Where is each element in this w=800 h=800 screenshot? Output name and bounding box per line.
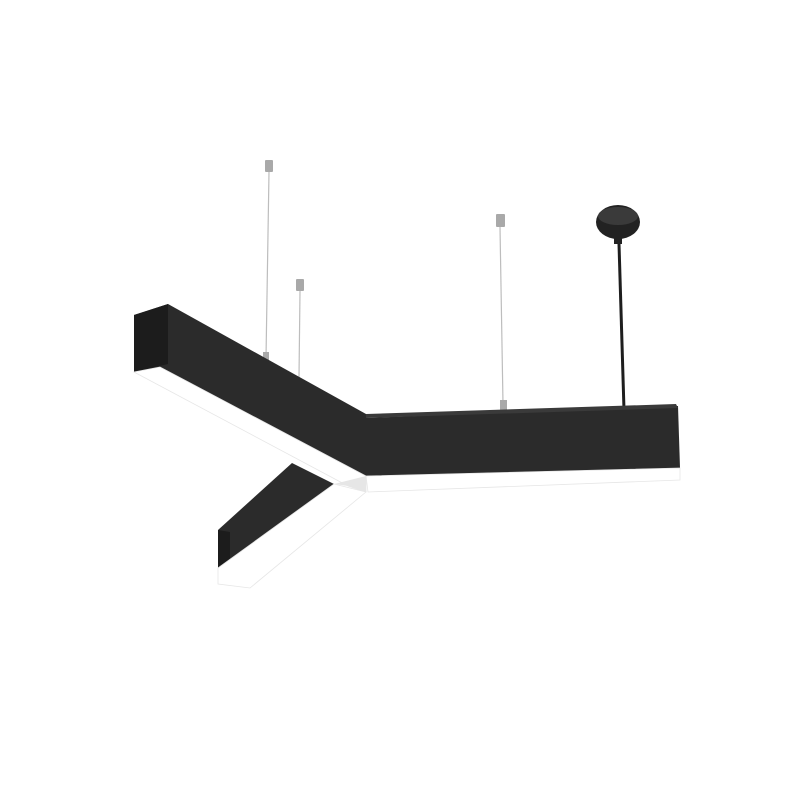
canopy-highlight — [598, 207, 638, 225]
suspension-wire-3 — [496, 214, 507, 410]
power-cord — [617, 243, 626, 411]
arm-left-end-cap — [134, 304, 168, 372]
arm-front-diffuser — [217, 483, 367, 589]
arm-front-front-face — [218, 463, 334, 568]
steel-cable — [298, 290, 301, 378]
arm-front — [217, 463, 367, 589]
wire-clamp — [265, 160, 273, 172]
junction-diffuser — [334, 476, 366, 492]
steel-cable — [265, 171, 270, 359]
arm-right-diffuser — [365, 467, 681, 493]
suspension-wire-1 — [263, 160, 273, 360]
suspension-wire-2 — [296, 279, 304, 378]
arm-right-front-face — [366, 406, 680, 476]
arm-right-top-edge — [366, 404, 678, 418]
arm-left-front-face — [134, 304, 366, 476]
cord-grip — [614, 232, 622, 244]
arm-right — [365, 404, 681, 493]
arm-left — [132, 304, 367, 493]
steel-cable — [499, 226, 504, 405]
cable-end-fitting — [500, 400, 507, 410]
cable-end-fitting — [263, 352, 269, 360]
wire-clamp — [496, 214, 505, 227]
power-canopy — [596, 205, 640, 411]
wire-clamp — [296, 279, 304, 291]
